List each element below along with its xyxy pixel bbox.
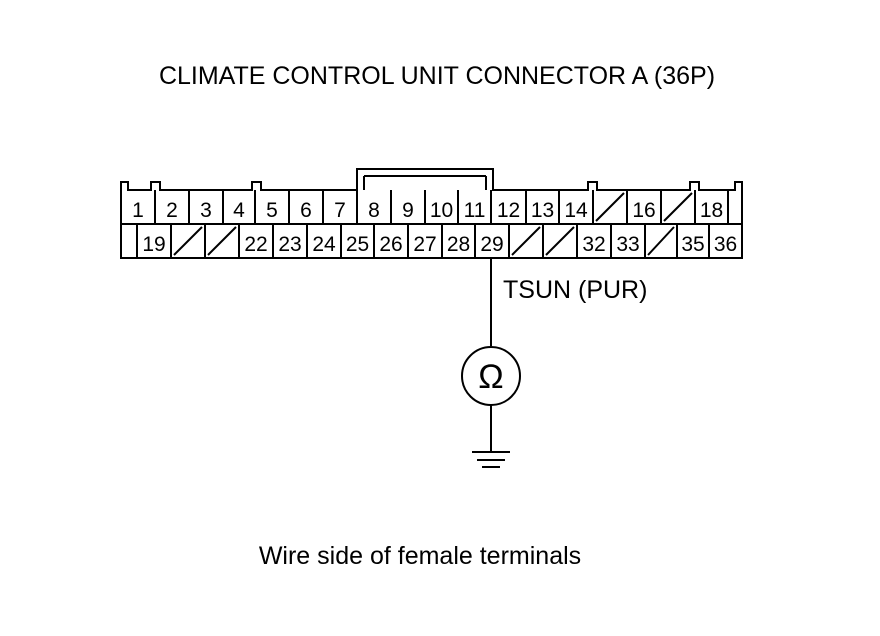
unused-cavity-slash: [173, 226, 203, 256]
terminal-26: 26: [379, 233, 402, 256]
terminal-33: 33: [616, 233, 639, 256]
unused-cavity-slash: [663, 192, 693, 222]
terminal-22: 22: [244, 233, 267, 256]
terminal-2: 2: [166, 199, 178, 222]
terminal-36: 36: [714, 233, 737, 256]
connector-outline: [120, 168, 743, 259]
terminal-12: 12: [497, 199, 520, 222]
terminal-23: 23: [278, 233, 301, 256]
terminal-7: 7: [334, 199, 346, 222]
terminal-6: 6: [300, 199, 312, 222]
terminal-1: 1: [132, 199, 144, 222]
terminal-13: 13: [531, 199, 554, 222]
terminal-27: 27: [413, 233, 436, 256]
diagram-title: CLIMATE CONTROL UNIT CONNECTOR A (36P): [158, 62, 716, 90]
terminal-25: 25: [346, 233, 369, 256]
unused-cavity-slash: [511, 226, 541, 256]
terminal-16: 16: [632, 199, 655, 222]
unused-cavity-slash: [647, 226, 675, 256]
wire-label: TSUN (PUR): [503, 276, 647, 304]
terminal-19: 19: [142, 233, 165, 256]
terminal-35: 35: [681, 233, 704, 256]
unused-cavity-slash: [595, 192, 625, 222]
terminal-24: 24: [312, 233, 336, 256]
terminal-18: 18: [700, 199, 723, 222]
terminal-14: 14: [564, 199, 588, 222]
terminal-5: 5: [266, 199, 278, 222]
unused-cavity-slash: [207, 226, 237, 256]
terminal-3: 3: [200, 199, 212, 222]
terminal-9: 9: [402, 199, 414, 222]
ohm-symbol: Ω: [478, 358, 503, 396]
terminal-10: 10: [430, 199, 453, 222]
terminal-4: 4: [233, 199, 245, 222]
terminal-11: 11: [464, 199, 486, 222]
terminal-28: 28: [447, 233, 470, 256]
diagram-caption: Wire side of female terminals: [258, 542, 582, 570]
terminal-29: 29: [480, 233, 503, 256]
ground-icon: [472, 451, 510, 468]
terminal-32: 32: [582, 233, 605, 256]
terminal-8: 8: [368, 199, 380, 222]
unused-cavity-slash: [545, 226, 575, 256]
